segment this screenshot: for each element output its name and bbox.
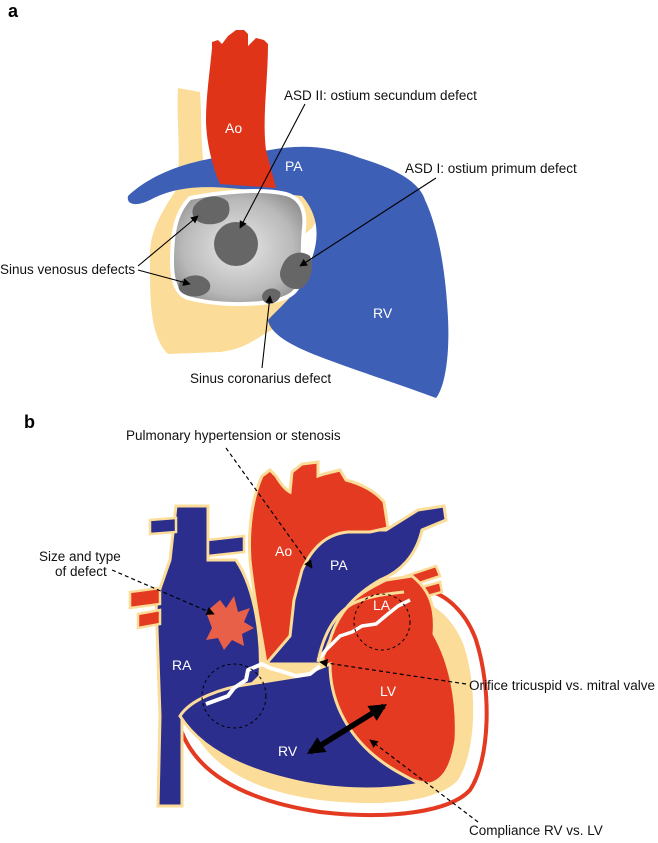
arrow-size [111, 569, 215, 615]
aorta-red-b [248, 460, 390, 668]
right-atrium-blue [154, 504, 262, 808]
callout-pulmonary: Pulmonary hypertension or stenosis [126, 428, 341, 443]
panel-b: b Ao PA LA R [24, 412, 655, 838]
pericardium-red [176, 588, 489, 818]
pa-rv-blue [127, 146, 449, 398]
callout-sinus-venosus: Sinus venosus defects [0, 262, 135, 277]
sinus-venosus-superior-defect [192, 196, 230, 225]
panel-a-letter: a [8, 1, 19, 21]
panel-b-letter: b [24, 412, 35, 432]
label-lv-b: LV [380, 683, 397, 699]
arrow-pulmonary [225, 447, 313, 569]
arrow-asd2 [239, 103, 306, 229]
label-ao-b: Ao [275, 543, 292, 559]
callout-compliance: Compliance RV vs. LV [469, 823, 603, 838]
callout-size-line2: of defect [55, 564, 107, 579]
arrow-compliance [369, 739, 479, 823]
right-ventricle-blue [178, 661, 425, 791]
arrow-asd1 [299, 177, 437, 267]
label-rv-b: RV [278, 743, 298, 759]
callout-asd1: ASD I: ostium primum defect [405, 161, 577, 176]
label-pa-b: PA [330, 557, 348, 573]
arrow-orifice [319, 658, 467, 685]
callout-sinus-coronarius: Sinus coronarius defect [190, 371, 331, 386]
callout-asd2: ASD II: ostium secundum defect [284, 88, 477, 103]
pulm-artery-left-branch-2 [136, 608, 162, 630]
label-ao-a: Ao [225, 120, 242, 136]
label-la-b: LA [373, 597, 391, 613]
svc-branch-lower [206, 534, 246, 558]
tricuspid-annulus-line [205, 662, 322, 706]
tricuspid-orifice-circle [201, 663, 267, 729]
mitral-orifice-circle [353, 593, 411, 651]
asd-secundum-defect [214, 222, 258, 266]
compliance-double-arrow [307, 703, 387, 755]
svc-branch-upper [148, 516, 178, 536]
pulm-artery-left-branch [128, 586, 162, 610]
asd-defect-shape [206, 596, 254, 650]
callout-size-line1: Size and type [39, 549, 121, 564]
label-rv-a: RV [373, 305, 393, 321]
arrow-sinus-venosus-inferior [137, 269, 191, 286]
callout-orifice: Orifice tricuspid vs. mitral valve [469, 678, 655, 693]
mitral-annulus-line [316, 598, 411, 662]
arrow-sinus-venosus-superior [137, 215, 199, 267]
label-ra-b: RA [172, 657, 192, 673]
interatrial-septum-line [316, 590, 405, 663]
label-pa-a: PA [285, 158, 303, 174]
aorta-red [206, 30, 276, 188]
panel-a: a Ao PA RV ASD II: ostium secundum defec… [0, 1, 577, 398]
arrow-sinus-coronarius [261, 295, 274, 369]
